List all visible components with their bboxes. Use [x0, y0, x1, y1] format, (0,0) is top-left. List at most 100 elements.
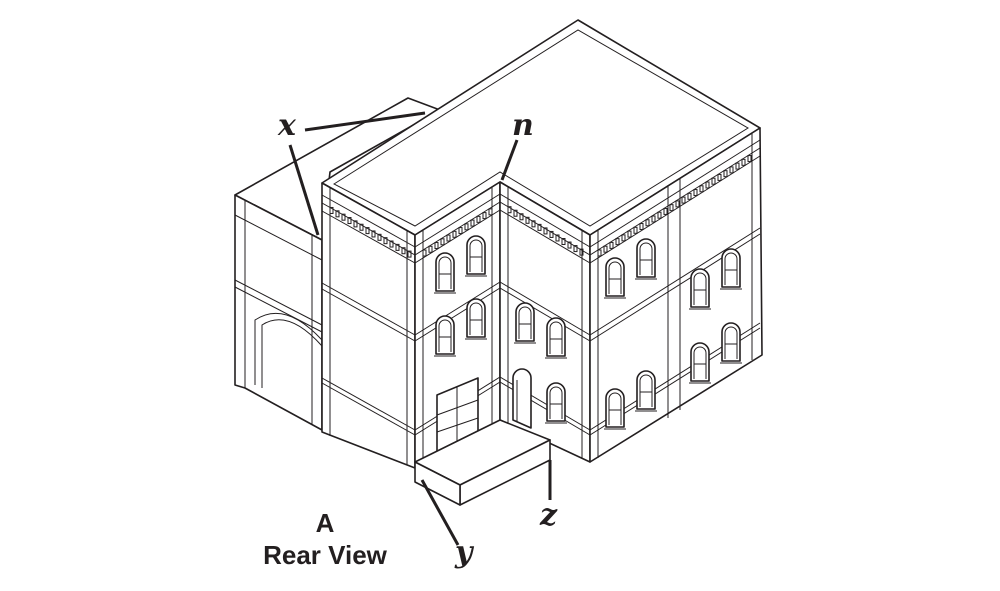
- dentil: [561, 238, 566, 246]
- dentil: [519, 213, 524, 221]
- dentil: [335, 210, 340, 218]
- cornice-line: [321, 210, 416, 264]
- dentil: [359, 223, 364, 231]
- arched-window: [605, 257, 625, 297]
- cornice-line: [499, 193, 591, 248]
- leader-x-2: [288, 144, 320, 236]
- cornice-line: [321, 377, 416, 431]
- dentil: [609, 241, 614, 249]
- dentil: [347, 217, 352, 225]
- dentil: [675, 200, 680, 208]
- dentil: [401, 247, 406, 255]
- dentil: [735, 162, 740, 170]
- arched-window: [435, 315, 455, 355]
- dentil: [395, 243, 400, 251]
- dentil: [513, 209, 518, 217]
- leader-n: [500, 139, 519, 181]
- arched-window: [435, 252, 455, 292]
- dentil: [452, 230, 457, 238]
- arched-window: [515, 302, 535, 342]
- dentil: [446, 234, 451, 242]
- cornice-line: [499, 281, 591, 336]
- dentil: [458, 227, 463, 235]
- cornice-line: [414, 193, 501, 248]
- dentil: [615, 238, 620, 246]
- callout-x: x: [278, 108, 296, 143]
- dentil: [741, 158, 746, 166]
- cornice-line: [321, 194, 416, 248]
- dentil: [543, 227, 548, 235]
- dentil: [729, 166, 734, 174]
- cornice-line: [414, 281, 501, 336]
- cornice-line: [589, 139, 761, 248]
- dentil: [645, 219, 650, 227]
- dentil: [621, 234, 626, 242]
- dentil: [482, 212, 487, 220]
- arched-window: [546, 382, 566, 422]
- cornice-line: [589, 227, 761, 336]
- dentil: [353, 220, 358, 228]
- dentil: [669, 204, 674, 212]
- dentil: [531, 220, 536, 228]
- dentil: [428, 245, 433, 253]
- dentil: [657, 211, 662, 219]
- dentil: [705, 181, 710, 189]
- arched-window: [636, 238, 656, 278]
- callout-z: z: [540, 498, 558, 533]
- dentil: [341, 213, 346, 221]
- trim-line: [436, 399, 479, 416]
- arched-window: [466, 298, 486, 338]
- dentil: [377, 233, 382, 241]
- trim-line: [436, 417, 479, 433]
- leader-x-1: [304, 111, 426, 132]
- cornice-line: [414, 287, 501, 342]
- cornice-line: [321, 282, 416, 336]
- callout-y: y: [455, 535, 473, 570]
- dentil: [537, 223, 542, 231]
- caption-letter: A: [315, 508, 335, 538]
- dentil: [687, 192, 692, 200]
- dentil: [723, 170, 728, 178]
- leader-y: [420, 479, 460, 546]
- dentil: [476, 215, 481, 223]
- cornice-line: [321, 288, 416, 342]
- dentil: [639, 223, 644, 231]
- dentil: [407, 250, 412, 258]
- cornice-line: [321, 382, 416, 436]
- arched-window: [546, 317, 566, 357]
- arched-window: [690, 268, 710, 308]
- cornice-line: [499, 209, 591, 264]
- dentil: [717, 173, 722, 181]
- dentil: [627, 230, 632, 238]
- dentil: [549, 230, 554, 238]
- arched-window: [466, 235, 486, 275]
- dentil: [711, 177, 716, 185]
- arched-door: [512, 368, 532, 429]
- dentil: [699, 185, 704, 193]
- dentil: [693, 189, 698, 197]
- arched-window: [721, 322, 741, 362]
- dentil: [651, 215, 656, 223]
- cornice-line: [499, 287, 591, 342]
- dentil: [567, 241, 572, 249]
- dentil: [555, 234, 560, 242]
- arch-opening: [254, 312, 323, 385]
- arched-window: [636, 370, 656, 410]
- dentil: [440, 238, 445, 246]
- dentil: [389, 240, 394, 248]
- cornice-line: [589, 147, 761, 256]
- arched-window: [690, 342, 710, 382]
- right-wall: [589, 127, 763, 463]
- cornice-line: [589, 155, 761, 264]
- dentil: [573, 245, 578, 253]
- dentil: [371, 230, 376, 238]
- dentil: [464, 223, 469, 231]
- dentil: [365, 227, 370, 235]
- dentil: [681, 196, 686, 204]
- caption-title: Rear View: [263, 540, 387, 570]
- rear-annex: [234, 97, 441, 431]
- dentil: [747, 155, 752, 163]
- dentil: [663, 207, 668, 215]
